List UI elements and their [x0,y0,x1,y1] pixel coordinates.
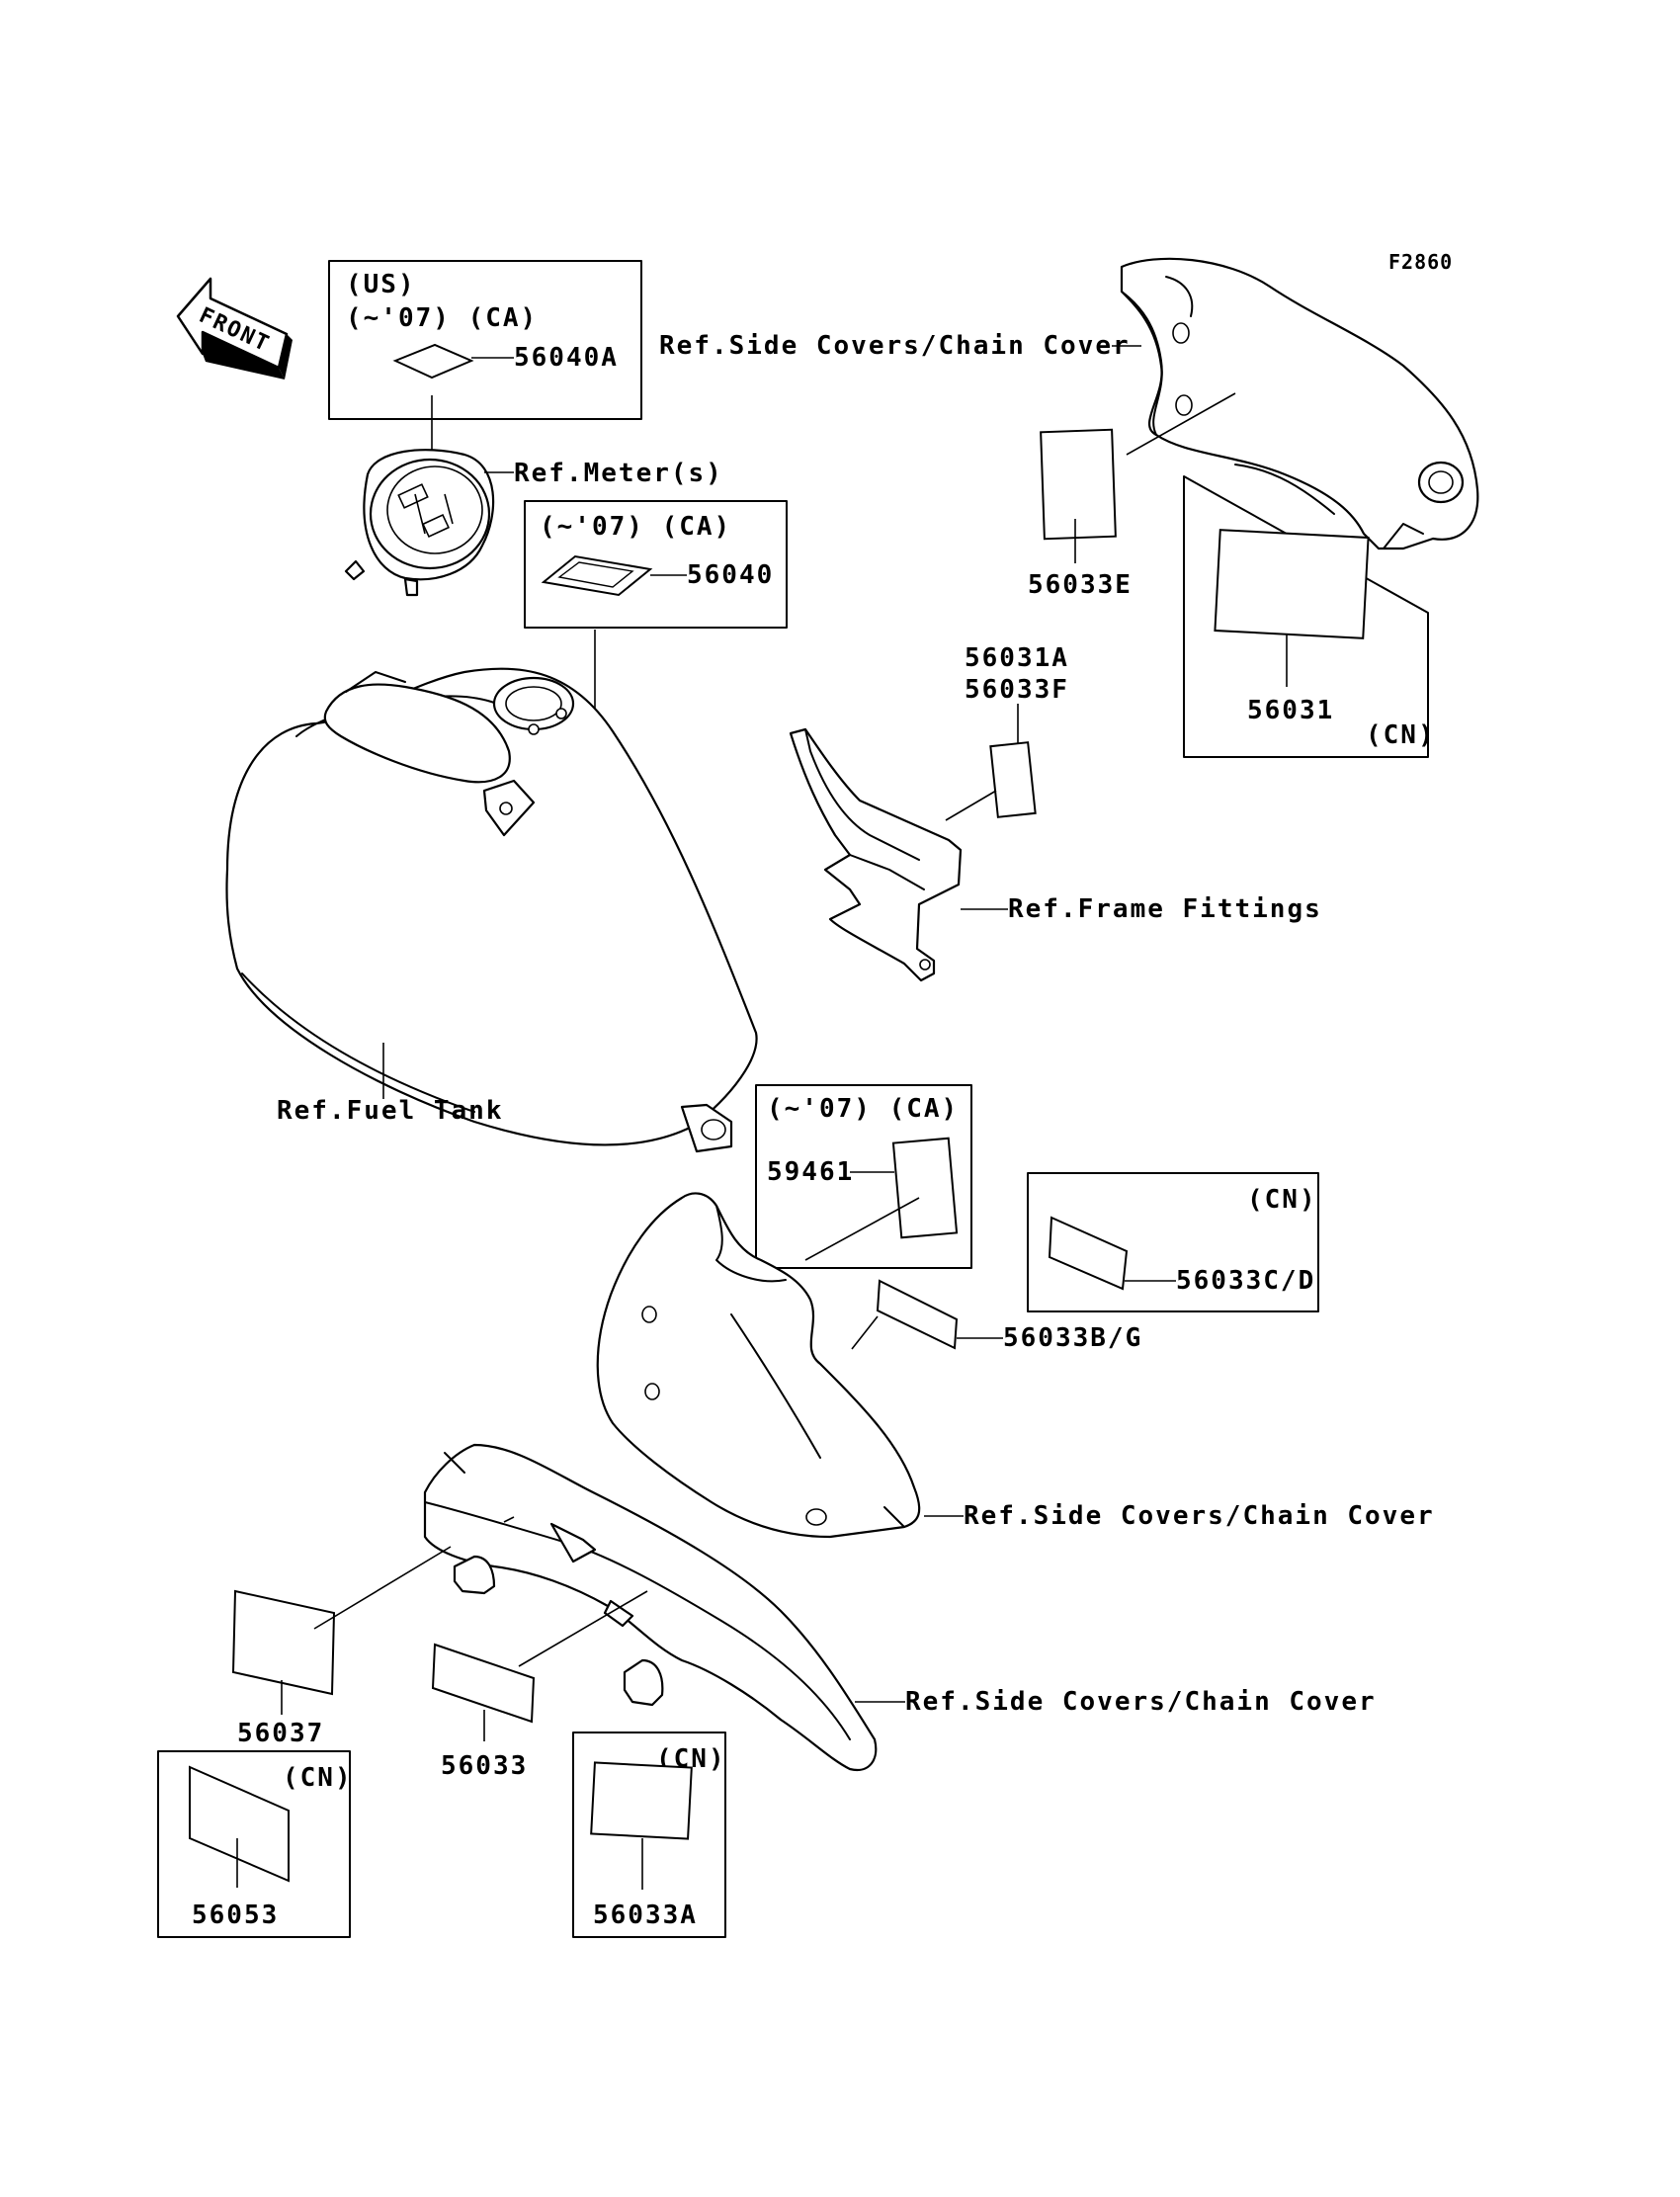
meter-part [344,449,495,597]
part-56040a: 56040A [514,343,619,373]
callout-ca-07-a: (~'07) (CA) [346,303,538,333]
part-56033bg: 56033B/G [1003,1323,1142,1353]
label-56033cd [1048,1216,1129,1291]
label-56040a [392,343,474,380]
chain-cover-bottom-part [423,1443,878,1772]
front-arrow-icon: FRONT [176,277,293,380]
label-56031 [1214,529,1370,639]
ref-meters: Ref.Meter(s) [514,459,723,488]
label-56033 [431,1643,536,1724]
callout-cn-56053: (CN) [283,1763,353,1793]
part-56033: 56033 [441,1751,528,1781]
label-56031a-56033f [989,741,1037,818]
ref-frame-fittings: Ref.Frame Fittings [1008,894,1322,924]
label-56053 [189,1765,290,1883]
ref-side-covers-top: Ref.Side Covers/Chain Cover [659,331,1131,361]
part-56033cd: 56033C/D [1176,1266,1315,1296]
part-56031a: 56031A [965,643,1069,673]
label-56040 [541,554,653,597]
ref-side-covers-bottom: Ref.Side Covers/Chain Cover [905,1687,1377,1717]
figure-code: F2860 [1388,250,1453,274]
part-56033f: 56033F [965,675,1069,705]
callout-ca-07-c: (~'07) (CA) [767,1094,959,1124]
ref-side-covers-mid: Ref.Side Covers/Chain Cover [964,1501,1435,1531]
label-59461 [891,1137,959,1239]
callout-us: (US) [346,270,416,299]
label-56033bg [876,1279,959,1350]
callout-cn-56033cd: (CN) [1247,1185,1317,1215]
callout-box-56040 [524,500,788,629]
part-56037: 56037 [237,1719,324,1748]
callout-box-56033a [572,1732,726,1938]
side-cover-part [596,1192,921,1539]
callout-box-us [328,260,642,420]
label-56037 [231,1589,336,1696]
label-56033a [590,1761,693,1840]
part-56040: 56040 [687,560,774,590]
part-56053: 56053 [192,1901,279,1930]
callout-cn-56031: (CN) [1366,720,1436,750]
part-56031: 56031 [1247,696,1334,725]
callout-box-59461 [755,1084,972,1269]
part-59461: 59461 [767,1157,854,1187]
callout-box-56033cd [1027,1172,1319,1312]
callout-box-56053 [157,1750,351,1938]
part-56033a: 56033A [593,1901,698,1930]
fuel-tank-part [225,667,758,1153]
ref-fuel-tank: Ref.Fuel Tank [277,1096,504,1126]
frame-fitting-bracket-part [789,727,963,982]
part-56033e: 56033E [1028,570,1133,600]
chain-cover-top-part [1120,257,1479,550]
callout-ca-07-b: (~'07) (CA) [540,512,731,542]
label-56033e [1040,428,1117,541]
